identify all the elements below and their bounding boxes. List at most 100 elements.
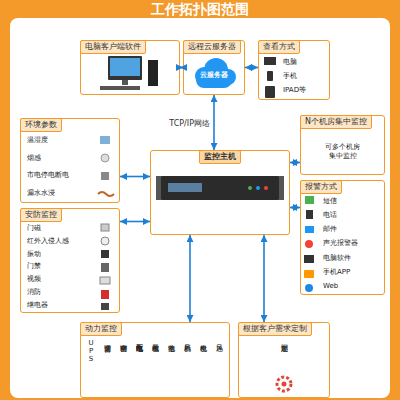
item-list: 可多个机房集中监控 (301, 129, 384, 174)
pc-tower-symbol (148, 60, 158, 86)
web-icon (305, 284, 313, 292)
item-label: 手机 (283, 72, 329, 81)
item-label: 可多个机房 (325, 143, 360, 152)
item-label: 电脑 (283, 58, 329, 67)
security-icon (101, 237, 109, 245)
item-label: 云服务器 (200, 71, 228, 80)
connector-arrow (120, 176, 150, 178)
connector-label: TCP/IP网络 (169, 117, 210, 128)
item-list: 云服务器 (184, 54, 244, 94)
item-label: 门禁 (27, 262, 119, 271)
item-label: 视频 (27, 275, 119, 284)
group-box: 根据客户需求定制还可定制 (238, 322, 330, 398)
item-label: 消防 (27, 288, 119, 297)
group-box: N个机房集中监控可多个机房集中监控 (300, 115, 385, 175)
connector-arrow (290, 207, 300, 209)
computer-icon (264, 57, 276, 65)
security-icon (101, 224, 109, 231)
device-light (248, 186, 252, 190)
device-light (264, 186, 268, 190)
item-label: 手机APP (323, 268, 384, 277)
item-label: 继电器 (27, 301, 119, 310)
item-list: 短信电话邮件声光报警器电脑软件手机APP Web (301, 194, 384, 294)
item-label: UPS (87, 339, 95, 363)
monitor-host-device (160, 176, 280, 200)
monitor-symbol (108, 56, 142, 80)
connector-arrow (189, 235, 191, 322)
alarm-light-icon (305, 240, 313, 248)
keyboard-symbol (100, 86, 140, 90)
camera-icon (100, 277, 110, 284)
box-heading: 电脑客户端软件 (80, 40, 146, 54)
group-box: 环境参数温湿度烟感市电停电断电漏水水浸 (20, 118, 120, 203)
box-heading: 根据客户需求定制 (238, 322, 312, 336)
phone-icon (306, 210, 313, 219)
box-heading: 远程云服务器 (183, 40, 241, 54)
sms-icon (305, 196, 314, 204)
group-box: 动力监控UPS普通空调精密空调市配电电压电流三相电量仪蓄电池新风机发电机风速 (80, 322, 230, 398)
rack-ear (156, 176, 161, 200)
connector-arrow (213, 95, 215, 150)
phone-icon (267, 71, 273, 81)
box-heading: 动力监控 (80, 322, 122, 336)
connector-arrow (290, 162, 300, 164)
gear-icon (282, 382, 287, 387)
item-label: Web (323, 282, 384, 291)
device-light (256, 186, 260, 190)
white-panel (10, 18, 390, 398)
sensor-icon (100, 136, 110, 144)
item-label: 市电停电断电 (27, 171, 119, 180)
connector-arrow (263, 235, 265, 322)
group-box: 远程云服务器云服务器 (183, 40, 245, 95)
rack-ear (279, 176, 284, 200)
box-heading: 安防监控 (20, 208, 62, 222)
group-box: 监控主机 (150, 150, 290, 235)
relay-icon (101, 303, 109, 310)
computer-icon (304, 255, 314, 263)
monitor-stand (122, 80, 128, 85)
item-list: UPS普通空调精密空调市配电电压电流三相电量仪蓄电池新风机发电机风速 (81, 336, 229, 397)
group-box: 安防监控门磁红外入侵人感振动门禁视频消防继电器 (20, 208, 120, 313)
item-label: 振动 (27, 250, 119, 259)
box-heading: 监控主机 (199, 150, 241, 164)
box-heading: 查看方式 (258, 40, 300, 54)
item-label: 电话 (323, 211, 384, 220)
item-label: 红外入侵人感 (27, 237, 119, 246)
box-heading: 报警方式 (300, 180, 342, 194)
group-box: 报警方式短信电话邮件声光报警器电脑软件手机APP Web (300, 180, 385, 295)
group-box: 电脑客户端软件 (80, 40, 180, 95)
item-list: 还可定制 (239, 336, 329, 397)
sensor-icon (101, 154, 109, 162)
device-display (168, 183, 202, 192)
item-label: 短信 (323, 197, 384, 206)
box-heading: N个机房集中监控 (300, 115, 372, 129)
item-label: 烟感 (27, 154, 119, 163)
security-icon (101, 250, 109, 258)
fire-icon (101, 290, 109, 299)
item-label: 温湿度 (27, 136, 119, 145)
item-label: IPAD等 (283, 86, 329, 95)
item-label: 集中监控 (329, 152, 357, 161)
item-label: 电脑软件 (323, 254, 384, 263)
mail-icon (305, 226, 314, 233)
app-icon (304, 270, 314, 278)
gear-icon (277, 377, 291, 391)
diagram-title: 工作拓扑图范围 (0, 0, 400, 18)
tablet-icon (265, 86, 275, 98)
group-box: 查看方式电脑手机 IPAD等 (258, 40, 330, 100)
monitor-screen (110, 58, 140, 76)
connector-arrow (245, 67, 258, 69)
security-icon (101, 263, 109, 272)
item-label: 漏水水浸 (27, 189, 119, 198)
box-heading: 环境参数 (20, 118, 62, 132)
item-list: 电脑手机 IPAD等 (259, 54, 329, 99)
item-label: 邮件 (323, 225, 384, 234)
water-sensor-icon (98, 192, 114, 196)
item-label: 声光报警器 (323, 239, 384, 248)
item-list: 温湿度烟感市电停电断电漏水水浸 (21, 132, 119, 202)
connector-arrow (120, 221, 150, 223)
item-label: 门磁 (27, 224, 119, 233)
item-list: 门磁红外入侵人感振动门禁视频消防继电器 (21, 222, 119, 312)
